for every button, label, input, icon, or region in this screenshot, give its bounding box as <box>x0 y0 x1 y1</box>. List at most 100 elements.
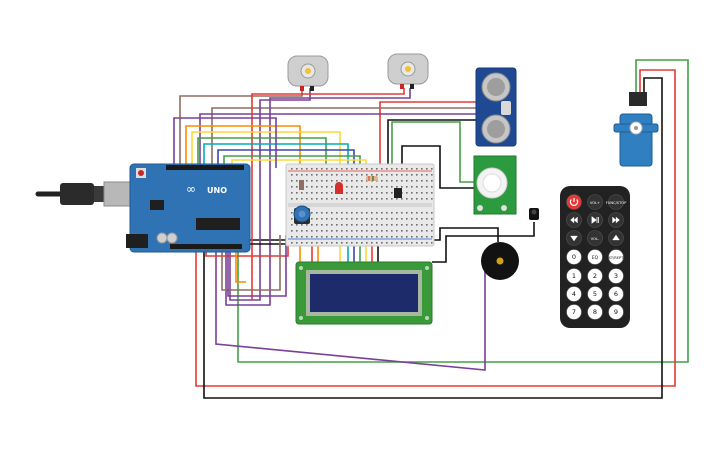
remote-button[interactable] <box>608 212 624 228</box>
breadboard-hole <box>401 224 403 226</box>
remote-button[interactable] <box>587 212 603 228</box>
wire-ir-signal <box>432 222 535 263</box>
breadboard-hole <box>331 242 333 244</box>
breadboard-hole <box>381 212 383 214</box>
breadboard-hole <box>396 174 398 176</box>
breadboard-hole <box>366 192 368 194</box>
breadboard-hole <box>336 242 338 244</box>
remote-button[interactable]: 8 <box>587 304 603 320</box>
breadboard-hole <box>411 212 413 214</box>
remote-button[interactable]: VOL- <box>587 230 603 246</box>
remote-button[interactable]: 9 <box>608 304 624 320</box>
breadboard-hole <box>426 192 428 194</box>
breadboard-hole <box>291 242 293 244</box>
breadboard-hole <box>351 186 353 188</box>
breadboard-hole <box>296 180 298 182</box>
remote-button[interactable] <box>566 194 582 210</box>
breadboard-hole <box>361 242 363 244</box>
remote-button[interactable]: 0 <box>566 249 582 265</box>
breadboard-hole <box>421 212 423 214</box>
breadboard-hole <box>431 168 433 170</box>
wire-us-trig <box>211 107 478 165</box>
breadboard-hole <box>426 236 428 238</box>
breadboard-hole <box>391 192 393 194</box>
breadboard-hole <box>371 168 373 170</box>
breadboard-hole <box>321 168 323 170</box>
breadboard-hole <box>421 168 423 170</box>
breadboard-hole <box>376 242 378 244</box>
arduino-brand-label: UNO <box>207 186 227 195</box>
breadboard-hole <box>321 180 323 182</box>
breadboard-hole <box>431 218 433 220</box>
breadboard-hole <box>331 186 333 188</box>
breadboard-hole <box>391 230 393 232</box>
breadboard-hole <box>316 198 318 200</box>
breadboard-hole <box>366 230 368 232</box>
breadboard-hole <box>416 230 418 232</box>
breadboard-hole <box>326 236 328 238</box>
remote-button[interactable]: 6 <box>608 286 624 302</box>
remote-button[interactable]: EQ <box>587 249 603 265</box>
arduino-uno: ∞ UNO <box>35 163 251 253</box>
breadboard-hole <box>426 218 428 220</box>
breadboard-hole <box>421 198 423 200</box>
breadboard-hole <box>366 186 368 188</box>
breadboard-hole <box>316 212 318 214</box>
breadboard-hole <box>336 218 338 220</box>
breadboard-hole <box>376 218 378 220</box>
remote-button[interactable]: 4 <box>566 286 582 302</box>
remote-button[interactable]: FUNC/STOP <box>606 194 627 210</box>
up-icon <box>612 234 620 241</box>
breadboard-hole <box>381 236 383 238</box>
breadboard-hole <box>386 230 388 232</box>
remote-button[interactable]: ST/REPT <box>608 249 625 265</box>
breadboard-hole <box>416 198 418 200</box>
breadboard-hole <box>386 192 388 194</box>
breadboard-hole <box>326 218 328 220</box>
remote-button[interactable] <box>608 230 624 246</box>
remote-button[interactable]: 1 <box>566 268 582 284</box>
breadboard-hole <box>291 230 293 232</box>
breadboard-hole <box>326 230 328 232</box>
ir-receiver <box>529 208 539 220</box>
remote-button[interactable]: 3 <box>608 268 624 284</box>
remote-button-label: EQ <box>592 255 599 261</box>
breadboard-hole <box>416 180 418 182</box>
breadboard-hole <box>341 230 343 232</box>
fast-forward-icon <box>612 216 620 224</box>
breadboard-hole <box>326 224 328 226</box>
breadboard-hole <box>356 224 358 226</box>
breadboard-hole <box>356 168 358 170</box>
breadboard-hole <box>346 186 348 188</box>
transistor <box>394 188 402 198</box>
breadboard-hole <box>296 230 298 232</box>
breadboard-hole <box>341 218 343 220</box>
breadboard-hole <box>366 224 368 226</box>
remote-button[interactable] <box>566 230 582 246</box>
remote-button[interactable] <box>566 212 582 228</box>
breadboard-hole <box>421 236 423 238</box>
breadboard-hole <box>346 198 348 200</box>
breadboard-hole <box>431 230 433 232</box>
breadboard-hole <box>371 230 373 232</box>
breadboard-hole <box>291 168 293 170</box>
breadboard-hole <box>356 230 358 232</box>
breadboard-hole <box>336 168 338 170</box>
remote-button[interactable]: VOL+ <box>587 194 603 210</box>
breadboard-hole <box>316 236 318 238</box>
breadboard-hole <box>426 180 428 182</box>
breadboard-hole <box>336 174 338 176</box>
breadboard-hole <box>311 230 313 232</box>
breadboard-hole <box>351 174 353 176</box>
remote-button[interactable]: 7 <box>566 304 582 320</box>
breadboard-hole <box>401 180 403 182</box>
breadboard-hole <box>291 236 293 238</box>
power-icon <box>569 198 579 206</box>
remote-button[interactable]: 2 <box>587 268 603 284</box>
remote-button[interactable]: 5 <box>587 286 603 302</box>
breadboard-hole <box>346 192 348 194</box>
breadboard-hole <box>336 198 338 200</box>
breadboard-hole <box>306 168 308 170</box>
breadboard-hole <box>416 212 418 214</box>
